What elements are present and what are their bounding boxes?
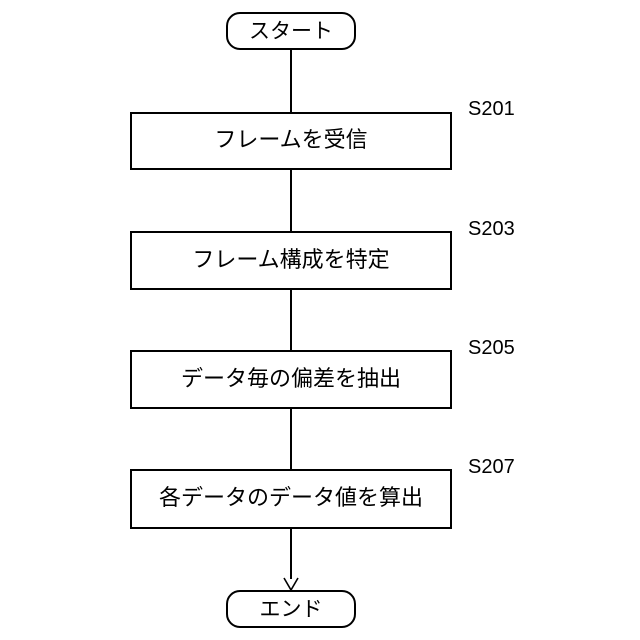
step-label: データ毎の偏差を抽出 [181,369,401,391]
connector-s205-s207 [290,409,292,469]
arrowhead-icon [283,577,299,591]
end-terminal: エンド [226,590,356,628]
step-label: フレーム構成を特定 [192,250,389,272]
connector-start-s201 [290,50,292,112]
step-id-s203: S203 [468,219,515,239]
process-step-s201: フレームを受信 [130,112,452,170]
connector-s203-s205 [290,290,292,350]
process-step-s205: データ毎の偏差を抽出 [130,350,452,409]
step-label: 各データのデータ値を算出 [159,488,423,510]
connector-s207-end [290,529,292,579]
process-step-s203: フレーム構成を特定 [130,231,452,290]
start-terminal: スタート [226,12,356,50]
end-label: エンド [260,599,323,620]
step-id-s205: S205 [468,338,515,358]
step-id-s201: S201 [468,99,515,119]
connector-s201-s203 [290,170,292,231]
step-id-s207: S207 [468,457,515,477]
start-label: スタート [249,21,333,42]
step-label: フレームを受信 [214,130,367,152]
process-step-s207: 各データのデータ値を算出 [130,469,452,529]
